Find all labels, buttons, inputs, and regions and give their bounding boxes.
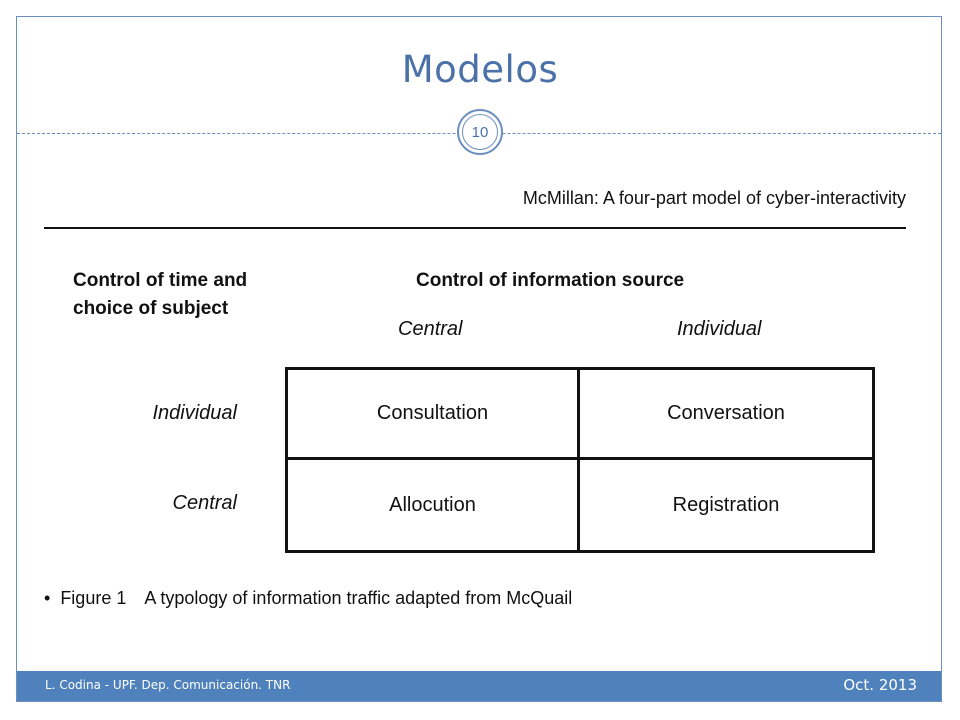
row-header-central: Central (172, 492, 237, 514)
figure-rule (44, 227, 906, 229)
col-header-individual: Individual (677, 318, 762, 340)
slide-title: Modelos (401, 48, 559, 91)
caption-figure-number: Figure 1 (60, 588, 127, 608)
cell-allocution: Allocution (288, 460, 580, 550)
cell-registration: Registration (672, 493, 780, 516)
col-header-central: Central (398, 318, 463, 340)
caption-bullet: • (44, 588, 51, 608)
col-axis-title: Control of information source (416, 270, 685, 291)
footer-date: Oct. 2013 (843, 676, 917, 694)
row-axis-title-line1: Control of time and (73, 270, 248, 291)
page-number: 10 (462, 114, 498, 150)
row-axis-title-line2: choice of subject (73, 298, 229, 319)
page-number-badge: 10 (457, 109, 503, 155)
row-header-individual: Individual (152, 402, 237, 424)
footer-author: L. Codina - UPF. Dep. Comunicación. TNR (45, 678, 291, 692)
cell-consultation: Consultation (288, 370, 580, 460)
figure-heading: McMillan: A four-part model of cyber-int… (522, 188, 906, 208)
footer-bar: L. Codina - UPF. Dep. Comunicación. TNR … (17, 671, 941, 701)
caption-text: A typology of information traffic adapte… (144, 588, 573, 608)
slide-frame (16, 16, 942, 702)
typology-grid: Consultation Conversation Allocution Reg… (285, 367, 875, 553)
cell-conversation: Conversation (580, 370, 872, 460)
row-axis-title: Control of time and choice of subject (73, 267, 247, 323)
figure-caption: • Figure 1 A typology of information traff… (44, 588, 572, 609)
